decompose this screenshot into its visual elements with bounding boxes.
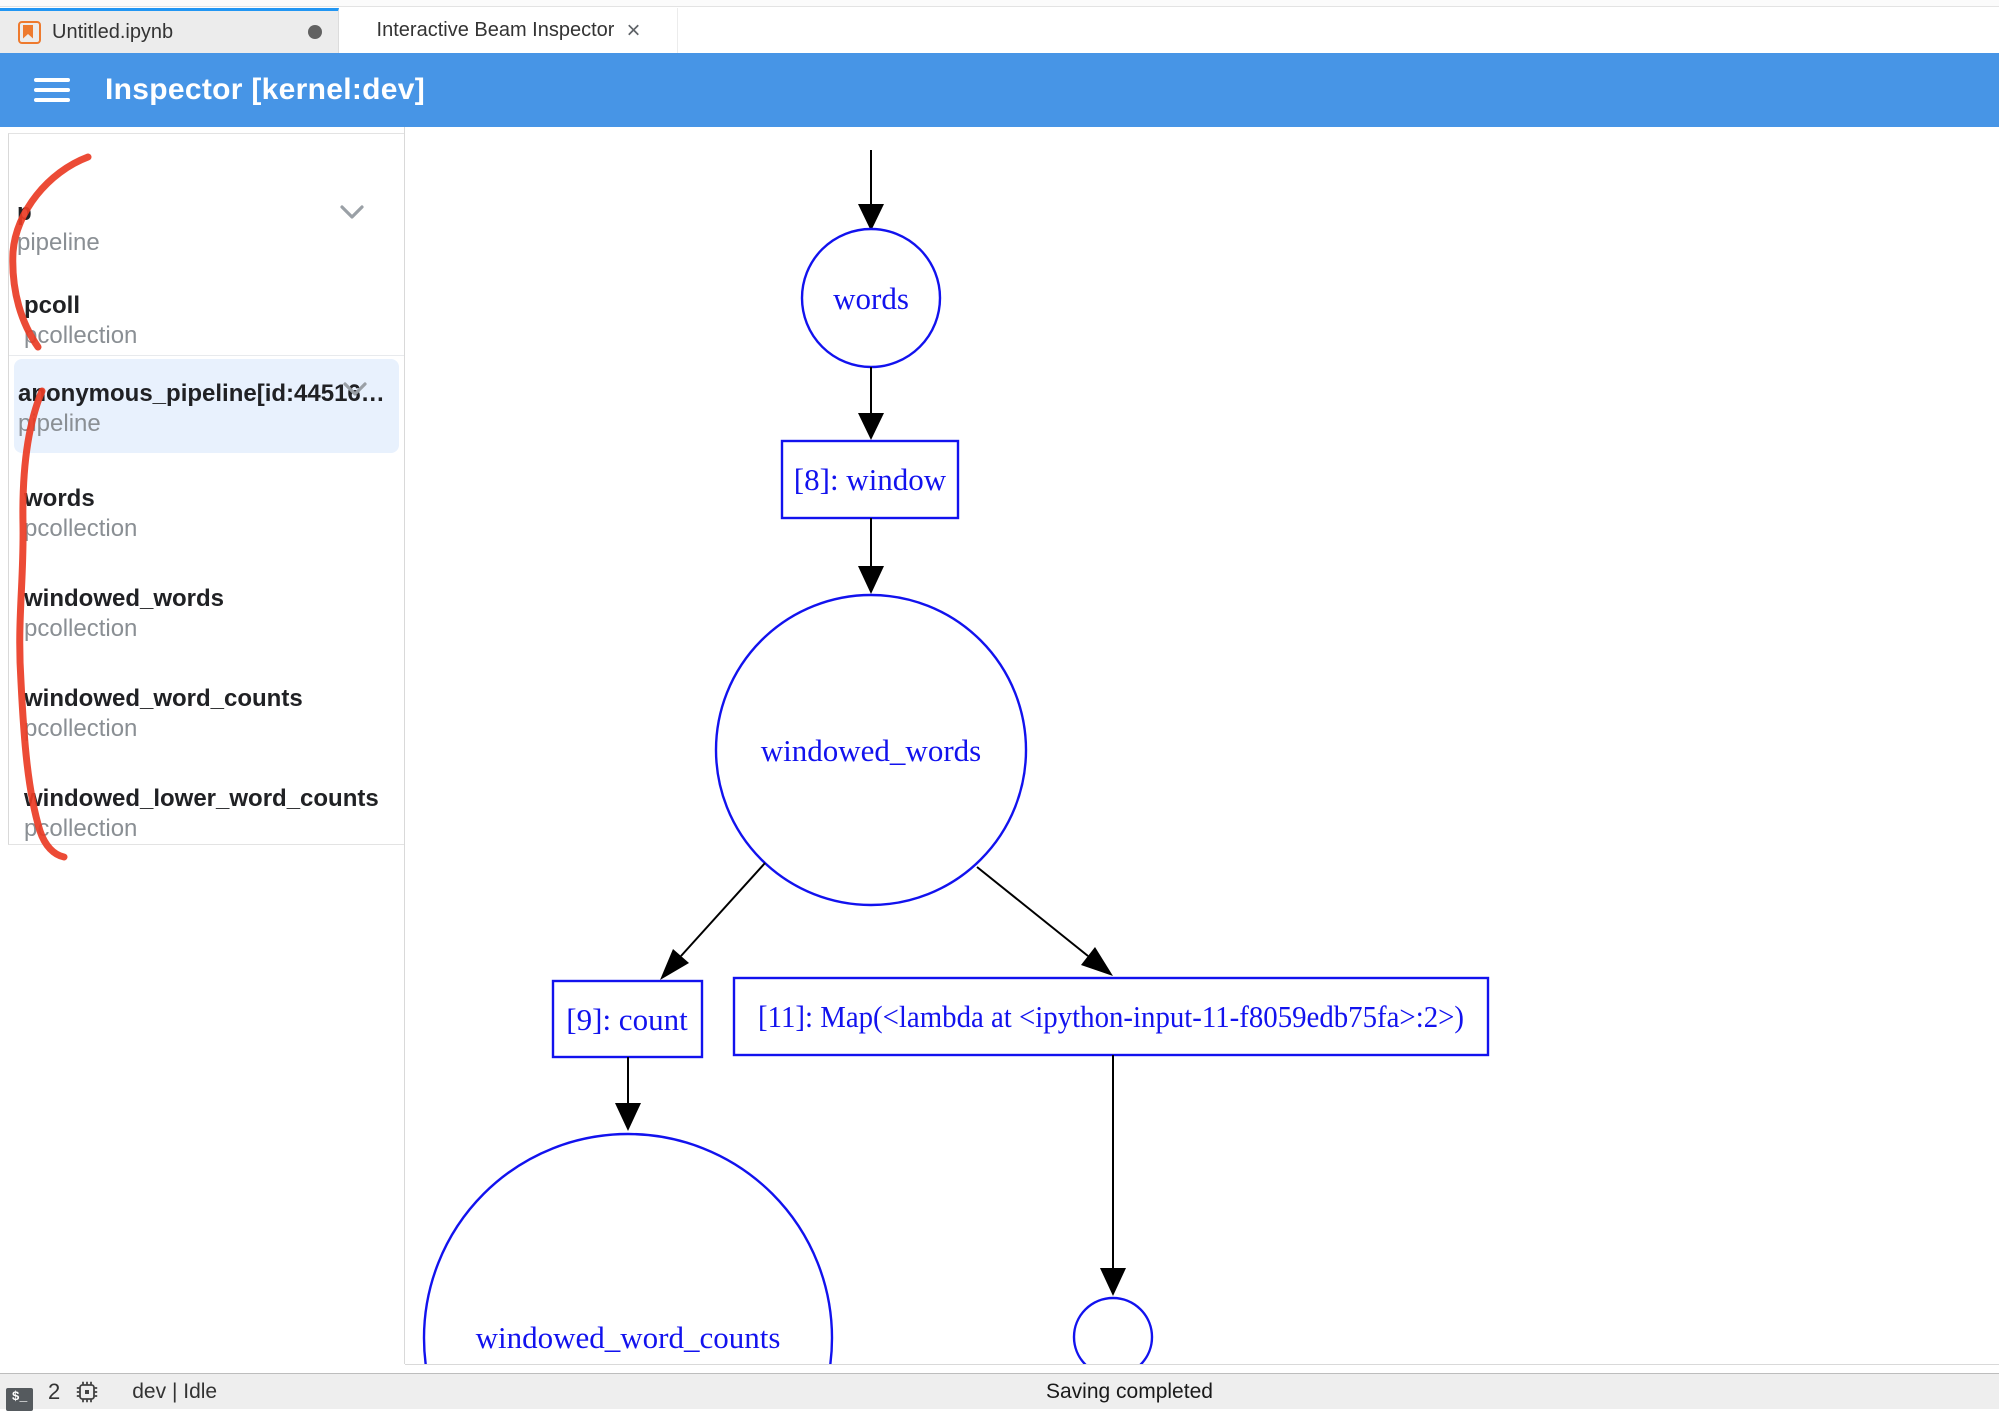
chevron-down-icon[interactable] [338,204,366,225]
terminal-icon[interactable]: $_ [6,1387,33,1411]
sidebar-item-p[interactable]: p pipeline [9,198,404,258]
graph-bottom-border [405,1364,1999,1365]
arrowhead-icon [858,204,884,231]
node-window-label: [8]: window [794,462,947,497]
arrowhead-icon [1081,947,1113,976]
main-content: p pipeline pcoll pcollection anonymous_p… [0,127,1999,1373]
arrowhead-icon [1100,1268,1126,1296]
pcollection-name: windowed_words [24,585,225,612]
node-words-label: words [833,281,909,316]
hamburger-menu-icon[interactable] [34,72,70,108]
node-count-label: [9]: count [566,1002,688,1037]
sidebar-item-anonymous-pipeline[interactable]: anonymous_pipeline[id:44516… pipeline [14,359,399,453]
status-bar: $_ 2 dev | Idle Saving completed [0,1373,1999,1411]
tab-interactive-beam-inspector[interactable]: Interactive Beam Inspector × [340,8,678,53]
close-icon[interactable]: × [626,16,641,44]
tab-notebook-label: Untitled.ipynb [52,20,174,43]
pipeline-graph: words [8]: window windowed_words [9]: co… [422,150,1490,1364]
pcollection-name: windowed_lower_word_counts [24,785,379,812]
pcollection-name: pcoll [24,292,81,319]
chevron-down-icon[interactable] [341,381,369,402]
sidebar-item-windowed-words[interactable]: windowed_words pcollection [9,584,404,644]
sidebar-divider [9,355,404,356]
kernel-chip-icon[interactable] [75,1380,99,1404]
pcollection-type: pcollection [24,815,138,842]
pcollection-name: words [24,485,95,512]
node-windowed-word-counts [422,1132,834,1364]
sidebar-item-pcoll[interactable]: pcoll pcollection [9,291,404,351]
arrowhead-icon [858,413,884,440]
arrowhead-icon [615,1103,641,1131]
pipeline-sidebar: p pipeline pcoll pcollection anonymous_p… [8,133,405,845]
sidebar-item-windowed-lower-word-counts[interactable]: windowed_lower_word_counts pcollection [9,784,404,844]
pcollection-type: pcollection [24,322,138,349]
pcollection-name: windowed_word_counts [24,685,303,712]
arrowhead-icon [858,566,884,594]
node-map-label: [11]: Map(<lambda at <ipython-input-11-f… [758,999,1464,1034]
terminal-count[interactable]: 2 [48,1379,61,1404]
status-message: Saving completed [1046,1380,1213,1403]
dock-tab-bar: Untitled.ipynb Interactive Beam Inspecto… [0,8,1999,53]
pipeline-type: pipeline [18,410,101,437]
sidebar-item-windowed-word-counts[interactable]: windowed_word_counts pcollection [9,684,404,744]
kernel-status[interactable]: dev | Idle [132,1380,218,1403]
unsaved-changes-dot-icon [308,25,322,39]
panel-divider[interactable] [404,127,405,1364]
window-top-strip [0,0,1999,7]
node-windowed-words [714,593,1028,907]
node-count [551,979,704,1059]
node-windowed-word-counts-label: windowed_word_counts [476,1320,781,1355]
notebook-icon [18,20,41,44]
inspector-app-bar: Inspector [kernel:dev] [0,53,1999,127]
pipeline-name: anonymous_pipeline[id:44516… [18,380,385,407]
arrowhead-icon [660,949,689,980]
edge-windowed-words-count [680,862,766,957]
pcollection-type: pcollection [24,515,138,542]
tab-inspector-label: Interactive Beam Inspector [376,19,615,41]
tab-untitled-notebook[interactable]: Untitled.ipynb [0,8,339,53]
sidebar-item-words[interactable]: words pcollection [9,484,404,544]
pcollection-type: pcollection [24,715,138,742]
pipeline-type: pipeline [17,229,100,256]
node-map [732,976,1490,1057]
node-unnamed-pcollection [1072,1296,1154,1364]
inspector-title: Inspector [kernel:dev] [105,73,426,106]
node-windowed-words-label: windowed_words [761,733,981,768]
pcollection-type: pcollection [24,615,138,642]
status-left-group: $_ 2 dev | Idle [6,1374,218,1411]
edge-windowed-words-map [976,866,1089,957]
